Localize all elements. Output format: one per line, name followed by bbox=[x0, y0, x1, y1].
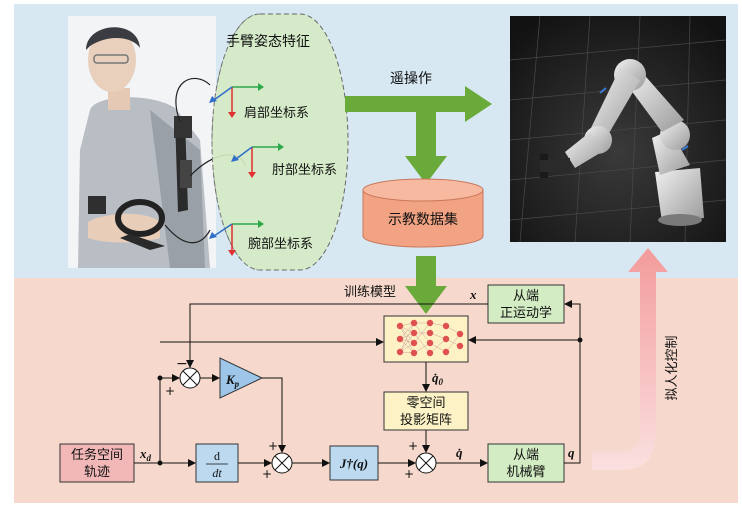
slave-fk-line2: 正运动学 bbox=[500, 305, 552, 321]
plus-sign-sum2-top: + bbox=[268, 439, 278, 453]
junction-dot-xd bbox=[157, 460, 163, 466]
slave-arm-block bbox=[487, 443, 565, 483]
slave-arm-line1: 从端 bbox=[513, 448, 539, 463]
plus-sign-sum1: + bbox=[165, 384, 175, 398]
sum-junction-3 bbox=[415, 452, 437, 474]
operator-illustration bbox=[68, 16, 246, 268]
humanlike-control-arrow bbox=[592, 248, 668, 470]
deriv-num: d bbox=[214, 449, 220, 463]
nullspace-block bbox=[383, 391, 469, 431]
teleop-label: 遥操作 bbox=[390, 71, 432, 87]
arm-features-label: 手臂姿态特征 bbox=[226, 34, 310, 50]
x-signal-label: x bbox=[469, 287, 477, 302]
plus-sign-sum2-left: + bbox=[262, 467, 272, 481]
train-model-arrow bbox=[405, 256, 447, 314]
nullspace-line2: 投影矩阵 bbox=[400, 412, 452, 428]
train-model-label: 训练模型 bbox=[344, 285, 396, 300]
wrist-frame-icon bbox=[209, 220, 264, 256]
elbow-frame-icon bbox=[231, 143, 284, 178]
task-traj-line2: 轨迹 bbox=[84, 465, 110, 480]
qdot-signal-label: q̇ bbox=[456, 445, 463, 460]
elbow-frame-label: 肘部坐标系 bbox=[272, 163, 337, 178]
jinv-label: J†(q) bbox=[339, 456, 368, 471]
qdot0-signal-label: q̇0 bbox=[432, 370, 444, 387]
jacobian-pinv-block bbox=[329, 445, 379, 481]
sum-junction-2 bbox=[271, 452, 293, 474]
q-signal-label: q bbox=[568, 445, 575, 460]
nullspace-line1: 零空间 bbox=[406, 396, 445, 411]
wrist-frame-label: 腕部坐标系 bbox=[248, 236, 313, 252]
junction-dot-xd-2 bbox=[157, 375, 163, 381]
dataset-label: 示教数据集 bbox=[388, 211, 458, 228]
minus-sign-sum1: − bbox=[176, 356, 188, 372]
neural-network-block bbox=[383, 315, 469, 363]
junction-dot-q bbox=[577, 337, 583, 343]
task-traj-line1: 任务空间 bbox=[71, 447, 123, 463]
teleoperation-arrow bbox=[345, 86, 492, 184]
robot-simulation-view bbox=[509, 15, 727, 243]
plus-sign-sum3-top: + bbox=[408, 439, 418, 453]
plus-sign-sum3-left: + bbox=[404, 467, 414, 481]
derivative-block bbox=[195, 443, 239, 483]
slave-fk-line1: 从端 bbox=[513, 289, 539, 304]
deriv-den: dt bbox=[212, 466, 222, 480]
kp-gain-triangle bbox=[219, 357, 264, 399]
sum-junction-1 bbox=[179, 367, 201, 389]
shoulder-frame-icon bbox=[209, 83, 264, 118]
arm-feature-ellipse bbox=[211, 13, 349, 271]
humanlike-control-label: 拟人化控制 bbox=[665, 335, 680, 400]
shoulder-frame-label: 肩部坐标系 bbox=[244, 105, 309, 121]
dataset-cylinder bbox=[362, 178, 484, 248]
kp-label: Kp bbox=[225, 372, 240, 389]
slave-arm-line2: 机械臂 bbox=[506, 465, 545, 480]
xd-signal-label: xd bbox=[139, 446, 152, 463]
